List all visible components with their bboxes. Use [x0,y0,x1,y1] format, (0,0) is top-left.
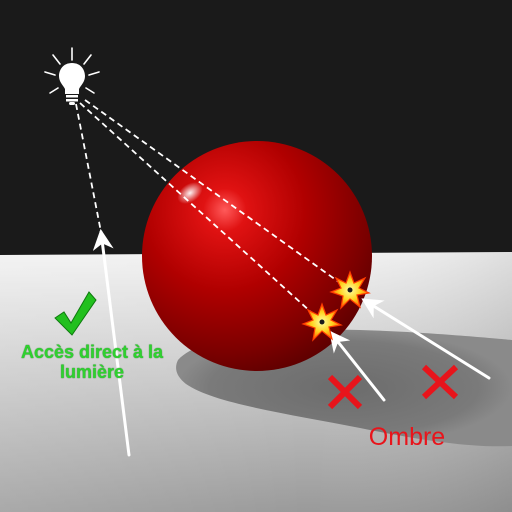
impact-star-icon [329,270,371,310]
shadow-rays [75,99,351,323]
dashed-ray-upper-hit [84,99,351,291]
direct-light-label: Accès direct à la lumière [20,342,164,382]
dashed-ray-lower-hit [79,102,323,323]
sphere-highlight [177,182,203,204]
cross-icon [421,364,459,400]
shadow-label: Ombre [368,423,446,451]
dashed-ray-direct [75,103,102,233]
red-sphere [142,141,372,371]
cross-icon [327,374,363,410]
light-bulb-icon [44,47,100,105]
impact-star-icon [301,302,343,342]
arrow-direct-light [92,228,131,457]
arrow-shadow-left [329,330,386,402]
arrow-shadow-right [361,298,491,380]
check-icon [54,291,97,336]
